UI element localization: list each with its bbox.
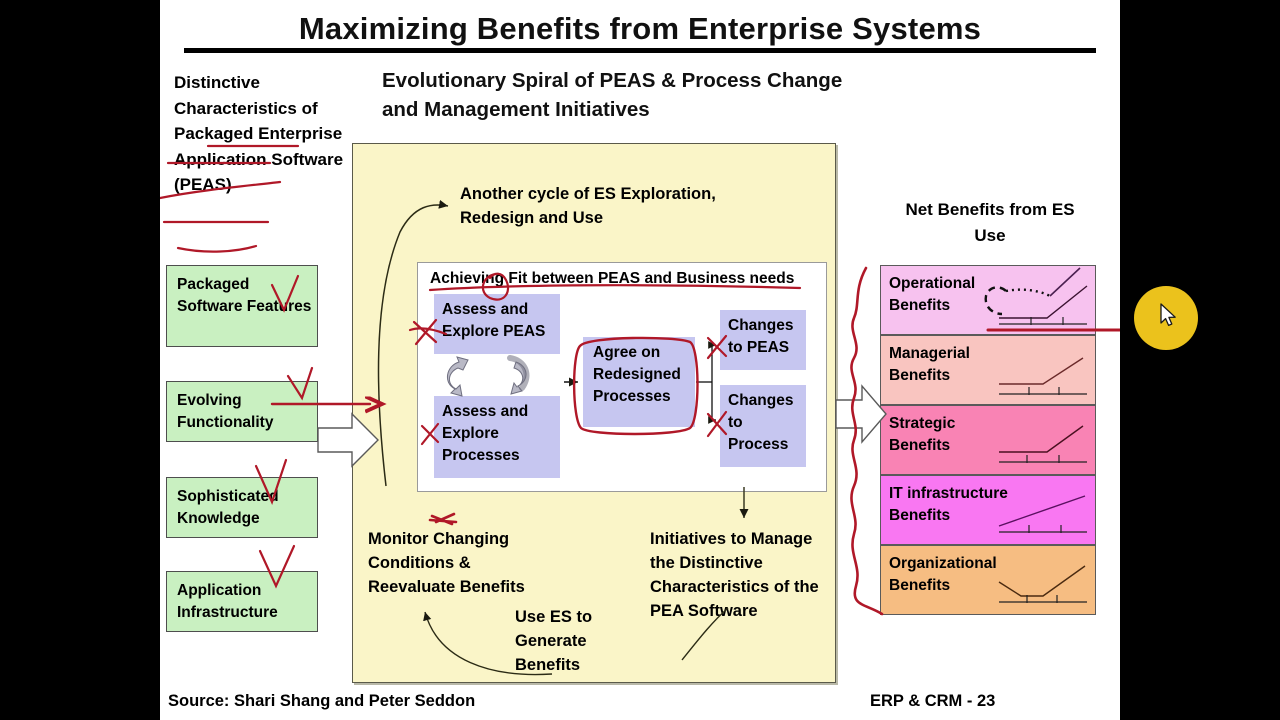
- title-rule: [184, 48, 1096, 53]
- page-title: Maximizing Benefits from Enterprise Syst…: [298, 11, 982, 46]
- right-column-heading: Net Benefits from ES Use: [905, 200, 1075, 245]
- process-box-label: Changes to Process: [728, 392, 794, 453]
- benefit-trend-sparkline-icon: [998, 565, 1087, 603]
- process-box-assess-explore-processes[interactable]: Assess and Explore Processes: [434, 396, 560, 478]
- ink-brace-benefits: [850, 266, 884, 616]
- page-number-label: ERP & CRM - 23: [870, 692, 996, 710]
- source-citation: Source: Shari Shang and Peter Seddon: [168, 692, 476, 710]
- flow-arrow-center-to-benefits: [835, 384, 887, 444]
- characteristic-label: Application Infrastructure: [177, 582, 278, 621]
- slide-canvas: Maximizing Benefits from Enterprise Syst…: [160, 0, 1198, 720]
- process-box-changes-to-process[interactable]: Changes to Process: [720, 385, 806, 467]
- characteristic-label: Evolving Functionality: [177, 392, 274, 431]
- benefit-box-strategic[interactable]: Strategic Benefits: [880, 405, 1096, 475]
- benefit-label: Managerial Benefits: [889, 345, 970, 384]
- characteristic-box-sophisticated-knowledge[interactable]: Sophisticated Knowledge: [166, 477, 318, 538]
- process-box-assess-explore-peas[interactable]: Assess and Explore PEAS: [434, 294, 560, 354]
- use-es-text: Use ES to Generate Benefits: [515, 608, 593, 674]
- center-diagram-heading: Evolutionary Spiral of PEAS & Process Ch…: [382, 69, 843, 121]
- benefit-label: Organizational Benefits: [889, 555, 997, 594]
- process-box-label: Agree on Redesigned Processes: [593, 344, 681, 405]
- benefit-label: Strategic Benefits: [889, 415, 956, 454]
- benefit-trend-sparkline-icon: [999, 285, 1088, 325]
- benefit-trend-sparkline-icon: [999, 425, 1087, 463]
- process-box-changes-to-peas[interactable]: Changes to PEAS: [720, 310, 806, 370]
- ink-underline-peas: [176, 244, 258, 253]
- mouse-cursor-icon: [1160, 303, 1176, 327]
- benefit-trend-sparkline-icon: [998, 495, 1087, 533]
- benefit-label: IT infrastructure Benefits: [889, 485, 1008, 524]
- characteristic-label: Sophisticated Knowledge: [177, 488, 279, 527]
- characteristic-label: Packaged Software Features: [177, 276, 312, 315]
- left-column-heading: Distinctive Characteristics of Packaged …: [174, 73, 344, 194]
- benefit-box-it-infrastructure[interactable]: IT infrastructure Benefits: [880, 475, 1096, 545]
- another-cycle-label: Another cycle of ES Exploration, Redesig…: [460, 185, 716, 227]
- benefit-trend-sparkline-icon: [999, 357, 1087, 395]
- characteristic-box-application-infrastructure[interactable]: Application Infrastructure: [166, 571, 318, 632]
- benefit-box-operational[interactable]: Operational Benefits: [880, 265, 1096, 335]
- initiatives-text: Initiatives to Manage the Distinctive Ch…: [650, 530, 819, 620]
- process-box-label: Assess and Explore Processes: [442, 403, 529, 464]
- benefit-box-managerial[interactable]: Managerial Benefits: [880, 335, 1096, 405]
- monitor-conditions-text: Monitor Changing Conditions & Reevaluate…: [368, 530, 525, 596]
- benefit-label: Operational Benefits: [889, 275, 976, 314]
- process-box-agree-redesigned-processes[interactable]: Agree on Redesigned Processes: [583, 337, 695, 427]
- characteristic-box-packaged-software-features[interactable]: Packaged Software Features: [166, 265, 318, 347]
- characteristic-box-evolving-functionality[interactable]: Evolving Functionality: [166, 381, 318, 442]
- process-box-label: Assess and Explore PEAS: [442, 301, 546, 340]
- achieving-fit-title: Achieving Fit between PEAS and Business …: [430, 270, 795, 287]
- process-box-label: Changes to PEAS: [728, 317, 794, 356]
- benefit-box-organizational[interactable]: Organizational Benefits: [880, 545, 1096, 615]
